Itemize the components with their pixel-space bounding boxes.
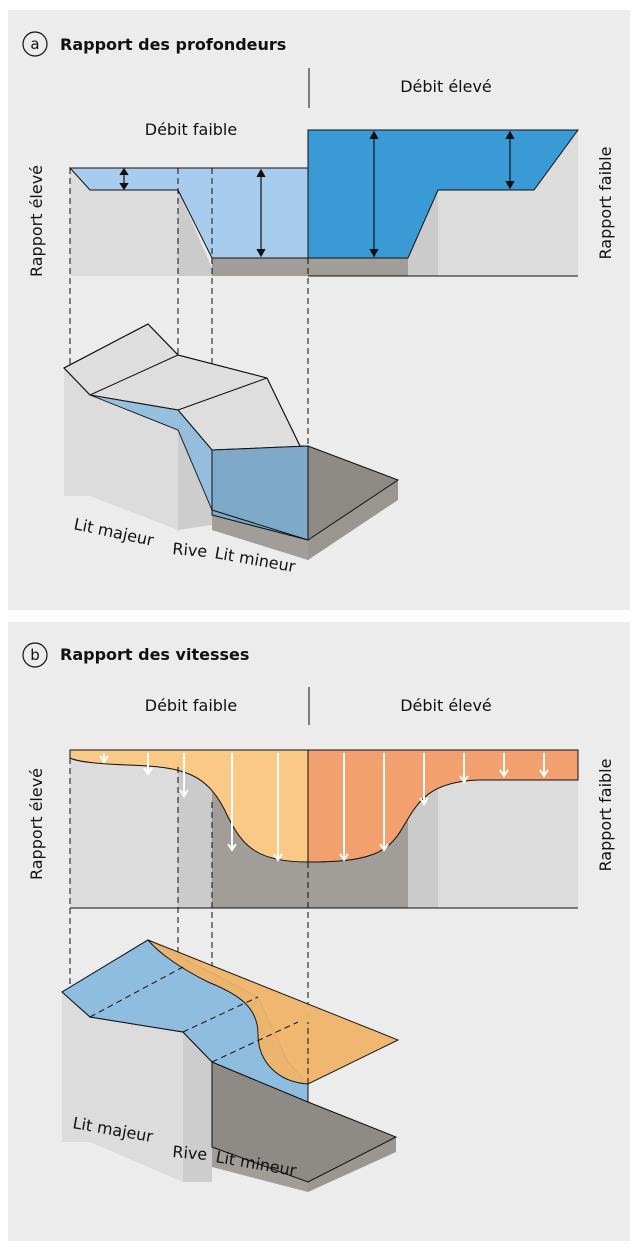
low-flow-label: Débit faible xyxy=(145,696,237,715)
high-flow-label: Débit élevé xyxy=(400,77,492,96)
zone-label-bank: Rive xyxy=(172,539,208,561)
velocity-ratio-diagram: b Rapport des vitesses Débit faible Débi… xyxy=(22,642,615,1192)
velocity-arrows xyxy=(99,753,549,862)
depth-ratio-diagram: a Rapport des profondeurs Débit faible D… xyxy=(22,31,615,576)
low-flow-velocity xyxy=(69,749,309,863)
high-flow-label: Débit élevé xyxy=(400,696,492,715)
panel-velocity-ratio: b Rapport des vitesses Débit faible Débi… xyxy=(8,622,630,1241)
panel-title: Rapport des vitesses xyxy=(60,645,249,664)
panel-depth-ratio: a Rapport des profondeurs Débit faible D… xyxy=(8,10,630,610)
block-diagram xyxy=(61,939,400,1192)
ratio-high-label: Rapport élevé xyxy=(27,165,46,277)
block-diagram xyxy=(63,323,400,560)
ratio-low-label: Rapport faible xyxy=(596,759,615,872)
ratio-high-label: Rapport élevé xyxy=(27,768,46,880)
badge-circle xyxy=(22,642,48,668)
zone-label-bank: Rive xyxy=(172,1142,208,1164)
panel-badge: b xyxy=(30,646,40,664)
projection-lines xyxy=(69,758,309,1122)
low-flow-label: Débit faible xyxy=(145,120,237,139)
cross-section-ground xyxy=(70,130,578,276)
badge-circle xyxy=(22,31,48,57)
depth-arrows xyxy=(119,130,515,258)
ratio-low-label: Rapport faible xyxy=(596,147,615,260)
zone-label-floodplain: Lit majeur xyxy=(72,514,156,550)
panel-title: Rapport des profondeurs xyxy=(60,35,286,54)
panel-badge: a xyxy=(30,35,39,53)
